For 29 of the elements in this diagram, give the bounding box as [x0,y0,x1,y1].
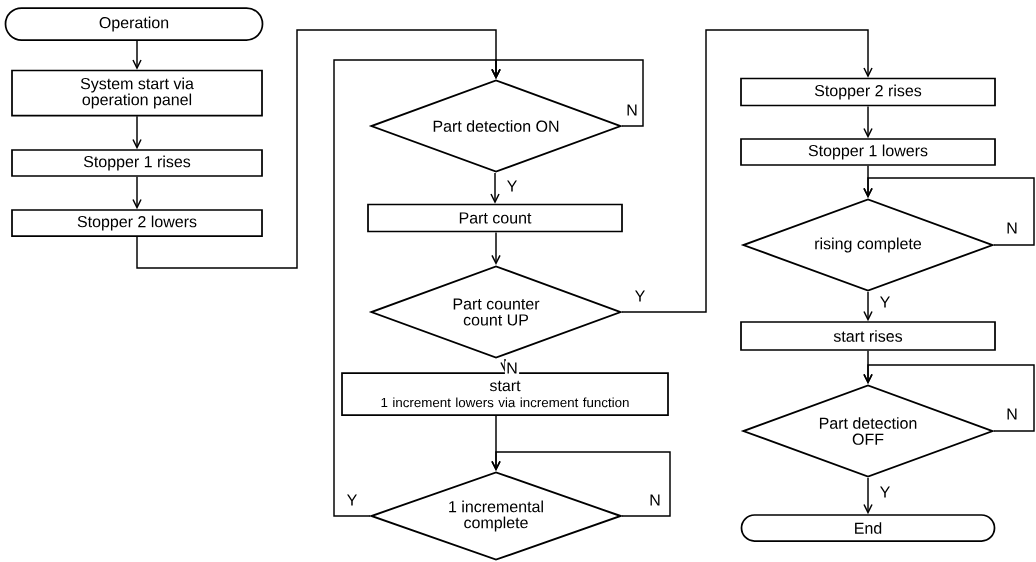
edge-label: N [1004,221,1020,235]
edge-label: Y [345,493,359,507]
arrow [490,172,500,204]
arrow [132,176,142,210]
arrow [863,477,873,515]
arrow [863,291,873,322]
arrow [491,231,501,266]
process-box: Part count [367,203,623,233]
process-box: Stopper 1 lowers [740,138,996,166]
process-box: start rises [740,321,996,351]
process-box: Stopper 1 rises [11,149,263,177]
arrow [333,59,501,517]
arrow [132,40,142,70]
edge-label: N [1004,407,1020,421]
arrow [491,451,671,517]
process-box: Stopper 2 lowers [11,209,263,237]
arrow [621,29,873,313]
edge-label: Y [633,289,647,303]
arrow [863,364,1035,432]
edge-label: Y [878,485,892,499]
edge-label: Y [505,179,519,193]
process-box: System start via operation panel [11,69,263,117]
arrow [863,177,1035,246]
edge-label: Y [878,295,892,309]
process-box: Stopper 2 rises [740,77,996,107]
edge-label: N [624,103,640,117]
arrow [132,115,142,150]
arrow [863,105,873,139]
edge-label: N [647,493,663,507]
